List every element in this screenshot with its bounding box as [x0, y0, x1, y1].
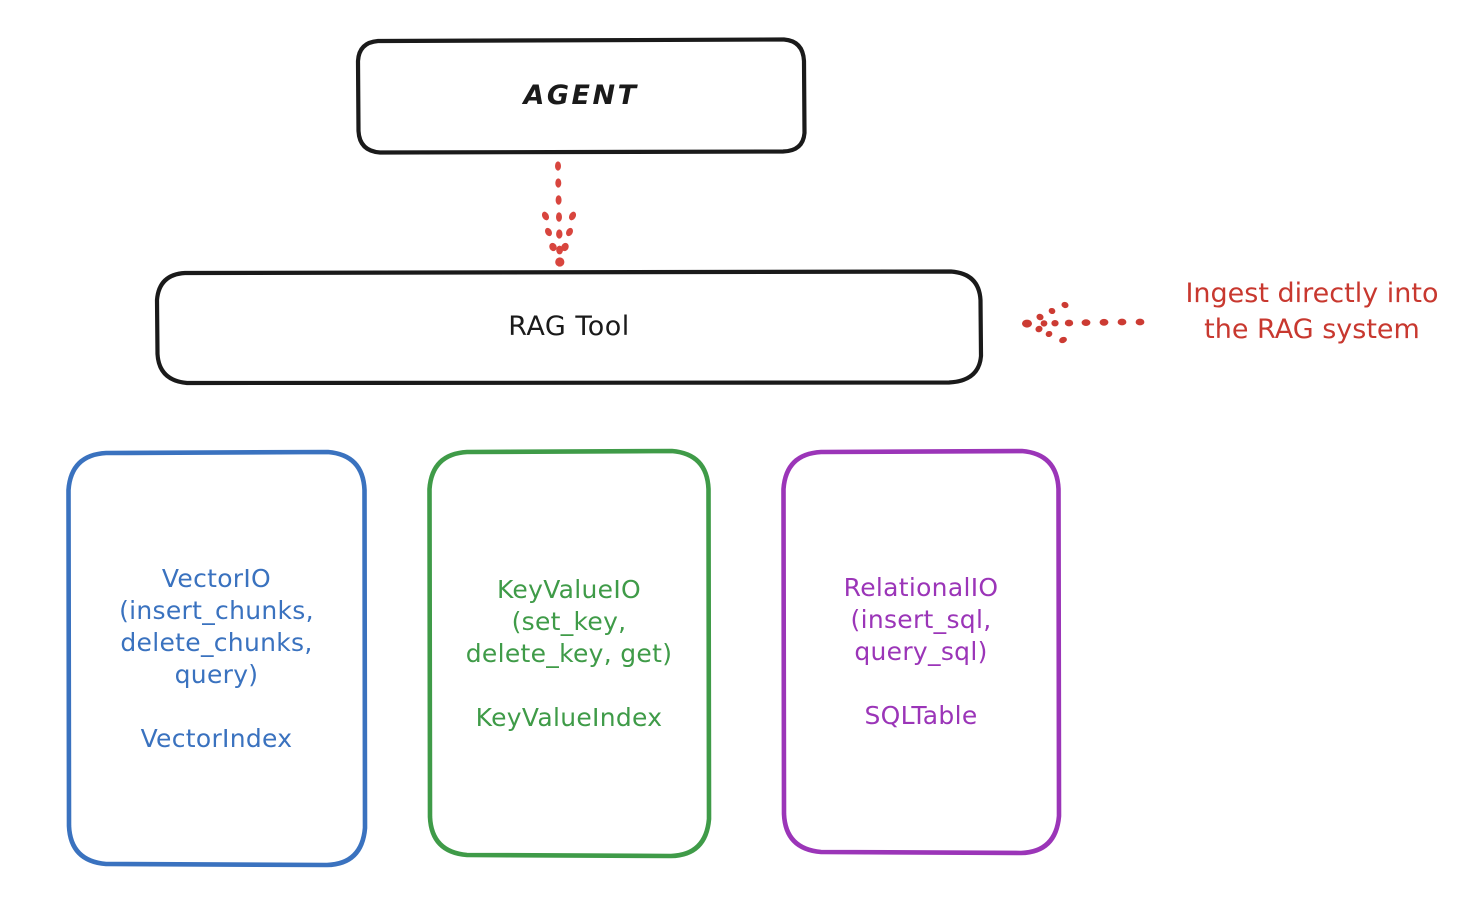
edge-ingest-to-rag-tool	[1022, 301, 1145, 344]
node-key-value-io[interactable]: KeyValueIO (set_key, delete_key, get) Ke…	[427, 448, 712, 859]
node-rag-tool[interactable]: RAG Tool	[154, 269, 984, 386]
node-relational-io[interactable]: RelationalIO (insert_sql, query_sql) SQL…	[781, 448, 1062, 856]
node-agent-label: AGENT	[523, 79, 639, 111]
node-agent[interactable]: AGENT	[355, 37, 807, 155]
edge-agent-to-rag-tool	[541, 161, 577, 267]
node-rag-tool-label: RAG Tool	[508, 310, 630, 342]
node-relational-io-label: RelationalIO (insert_sql, query_sql) SQL…	[843, 573, 999, 730]
node-vector-io-label: VectorIO (insert_chunks, delete_chunks, …	[119, 563, 314, 753]
node-key-value-io-label: KeyValueIO (set_key, delete_key, get) Ke…	[465, 574, 673, 732]
annotation-ingest: Ingest directly into the RAG system	[1185, 278, 1439, 346]
node-vector-io[interactable]: VectorIO (insert_chunks, delete_chunks, …	[66, 449, 368, 868]
